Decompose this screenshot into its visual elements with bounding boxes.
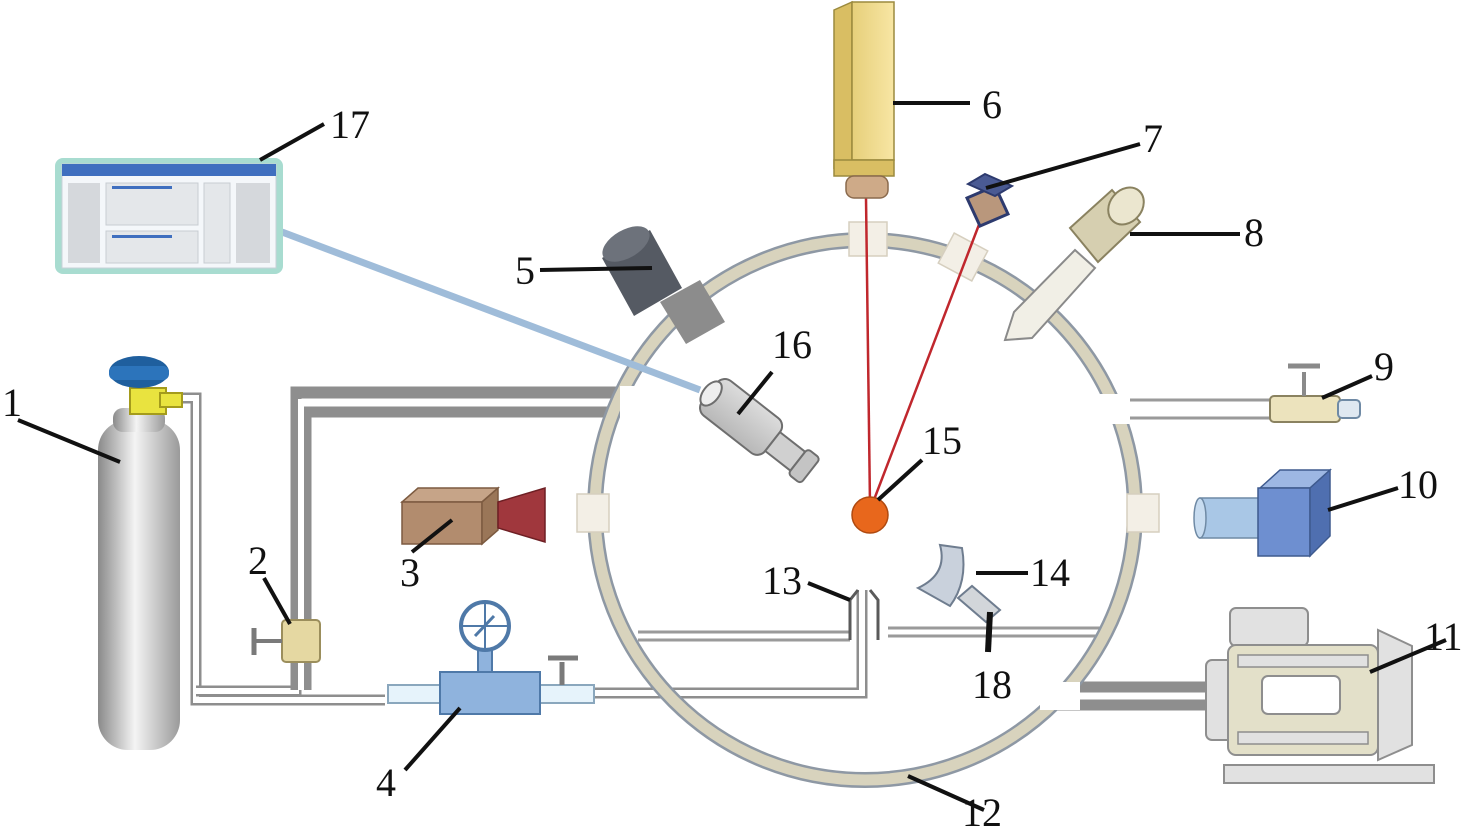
- flow-controller-with-gauge-icon: [387, 600, 595, 715]
- label-18: 18: [972, 662, 1012, 707]
- label-6: 6: [982, 82, 1002, 127]
- label-17: 17: [330, 102, 370, 147]
- label-11: 11: [1424, 614, 1463, 659]
- probe-icon: [1003, 186, 1145, 342]
- label-16: 16: [772, 322, 812, 367]
- collector-icon: [915, 543, 1002, 624]
- needle-valve-icon: [251, 619, 321, 663]
- label-13: 13: [762, 558, 802, 603]
- vacuum-pump-icon: [1205, 607, 1435, 784]
- label-12: 12: [962, 790, 1002, 833]
- label-9: 9: [1374, 344, 1394, 389]
- leader-lines: [17, 101, 1447, 812]
- holder-rod-icon: [985, 611, 993, 653]
- label-5: 5: [515, 248, 535, 293]
- detector-icon: [1193, 468, 1332, 558]
- fiber-link: [280, 228, 702, 394]
- number-labels: 1 2 3 4 5 6 7 8 9 10 11 12 13 14 15 16 1…: [2, 82, 1463, 833]
- gas-cylinder-icon: [98, 356, 183, 750]
- label-14: 14: [1030, 550, 1070, 595]
- label-4: 4: [376, 760, 396, 805]
- laser-beams: [864, 197, 982, 506]
- gas-lines: [170, 386, 1270, 711]
- label-7: 7: [1143, 116, 1163, 161]
- label-10: 10: [1398, 462, 1438, 507]
- vacuum-chamber-icon: [576, 221, 1160, 788]
- lens-icon: [602, 226, 725, 344]
- label-3: 3: [400, 550, 420, 595]
- label-15: 15: [922, 418, 962, 463]
- label-8: 8: [1244, 210, 1264, 255]
- computer-screen-icon: [55, 158, 283, 274]
- label-2: 2: [248, 538, 268, 583]
- laser-source-icon: [833, 0, 895, 199]
- spectrometer-probe-icon: [699, 377, 820, 484]
- label-1: 1: [2, 380, 22, 425]
- camera-icon: [400, 486, 546, 546]
- target-sample-icon: [851, 496, 889, 534]
- vent-valve-icon: [1269, 363, 1361, 423]
